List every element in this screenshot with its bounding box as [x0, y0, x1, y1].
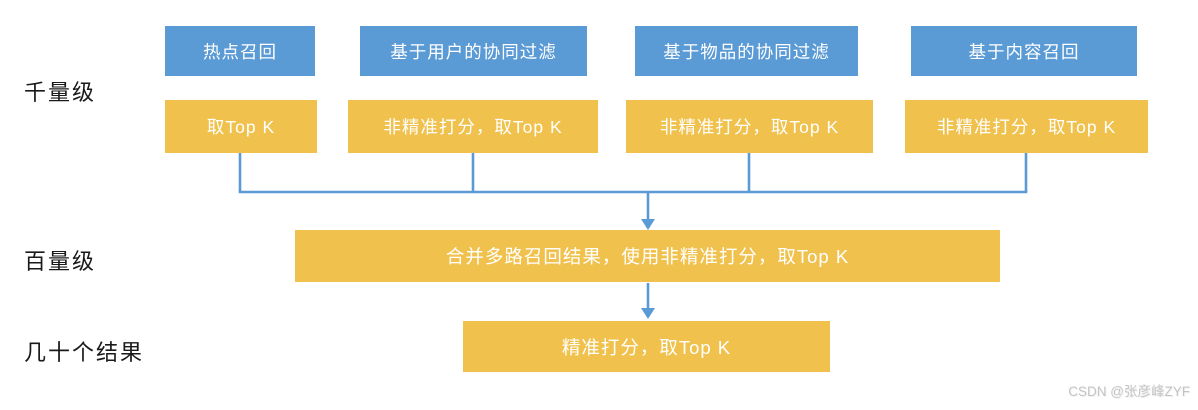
stage-label-dozens-results: 几十个结果 — [24, 340, 145, 365]
topk-box-item-cf: 非精准打分，取Top K — [626, 100, 873, 153]
arrow-head-to-merge — [641, 219, 655, 230]
recall-box-user-cf: 基于用户的协同过滤 — [360, 26, 587, 76]
stage-label-thousand-scale: 千量级 — [24, 80, 97, 105]
stage-label-hundred-scale: 百量级 — [24, 249, 97, 274]
recall-box-content: 基于内容召回 — [911, 26, 1137, 76]
recall-box-hotspot: 热点召回 — [165, 26, 315, 76]
arrow-head-to-final — [641, 308, 655, 319]
merge-results-box: 合并多路召回结果，使用非精准打分，取Top K — [295, 230, 1000, 282]
watermark: CSDN @张彦峰ZYF — [1068, 384, 1190, 399]
topk-box-hotspot: 取Top K — [165, 100, 317, 153]
topk-box-content: 非精准打分，取Top K — [905, 100, 1148, 153]
precise-scoring-box: 精准打分，取Top K — [463, 321, 830, 372]
recall-box-item-cf: 基于物品的协同过滤 — [635, 26, 858, 76]
topk-box-user-cf: 非精准打分，取Top K — [348, 100, 598, 153]
